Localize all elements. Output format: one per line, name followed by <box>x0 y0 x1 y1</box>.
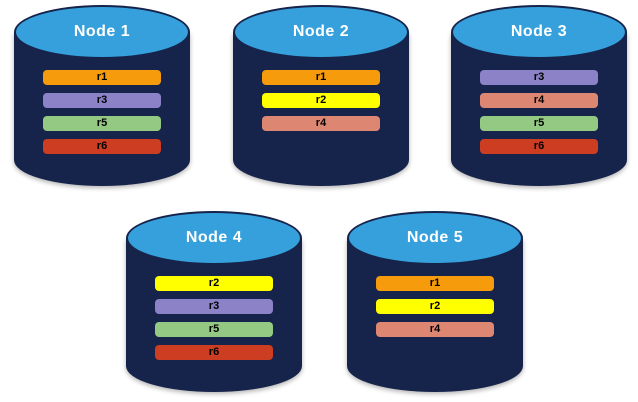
node-4-record-r6[interactable]: r6 <box>155 345 273 360</box>
node-3-cylinder-top: Node 3 <box>451 5 627 59</box>
node-1[interactable]: Node 1 r1 r3 r5 r6 <box>14 5 190 186</box>
node-1-title: Node 1 <box>73 23 131 40</box>
node-4-record-r5-label: r5 <box>208 323 220 335</box>
node-3-records: r3 r4 r5 r6 <box>451 70 627 154</box>
node-1-record-r6[interactable]: r6 <box>43 139 161 154</box>
node-2-record-r2[interactable]: r2 <box>262 93 380 108</box>
node-5-cylinder-top: Node 5 <box>347 211 523 265</box>
node-3-title: Node 3 <box>510 23 568 40</box>
node-1-record-r5-label: r5 <box>96 117 108 129</box>
node-1-record-r5[interactable]: r5 <box>43 116 161 131</box>
node-4-record-r5[interactable]: r5 <box>155 322 273 337</box>
node-1-record-r1[interactable]: r1 <box>43 70 161 85</box>
node-4-record-r2-label: r2 <box>208 277 220 289</box>
node-4-records: r2 r3 r5 r6 <box>126 276 302 360</box>
node-2-record-r4[interactable]: r4 <box>262 116 380 131</box>
node-1-record-r3-label: r3 <box>96 94 108 106</box>
node-3-record-r3-label: r3 <box>533 71 545 83</box>
node-5-record-r1[interactable]: r1 <box>376 276 494 291</box>
node-5-record-r4[interactable]: r4 <box>376 322 494 337</box>
node-1-record-r3[interactable]: r3 <box>43 93 161 108</box>
node-2-cylinder-top: Node 2 <box>233 5 409 59</box>
node-2-records: r1 r2 r4 <box>233 70 409 131</box>
node-5-record-r2[interactable]: r2 <box>376 299 494 314</box>
node-2-record-r2-label: r2 <box>315 94 327 106</box>
node-3-record-r3[interactable]: r3 <box>480 70 598 85</box>
node-2-record-r1-label: r1 <box>315 71 327 83</box>
node-5-record-r1-label: r1 <box>429 277 441 289</box>
node-5-record-r2-label: r2 <box>429 300 441 312</box>
node-3-record-r6-label: r6 <box>533 140 545 152</box>
node-4-record-r6-label: r6 <box>208 346 220 358</box>
node-3-record-r5[interactable]: r5 <box>480 116 598 131</box>
node-3-record-r4-label: r4 <box>533 94 545 106</box>
node-4-cylinder-top: Node 4 <box>126 211 302 265</box>
node-3-record-r4[interactable]: r4 <box>480 93 598 108</box>
node-5[interactable]: Node 5 r1 r2 r4 <box>347 211 523 392</box>
node-5-record-r4-label: r4 <box>429 323 441 335</box>
node-2-title: Node 2 <box>292 23 350 40</box>
node-5-title: Node 5 <box>406 229 464 246</box>
node-3-record-r5-label: r5 <box>533 117 545 129</box>
node-2-record-r4-label: r4 <box>315 117 327 129</box>
node-4-record-r3-label: r3 <box>208 300 220 312</box>
node-3[interactable]: Node 3 r3 r4 r5 r6 <box>451 5 627 186</box>
node-1-records: r1 r3 r5 r6 <box>14 70 190 154</box>
node-1-cylinder-top: Node 1 <box>14 5 190 59</box>
node-1-record-r6-label: r6 <box>96 140 108 152</box>
node-4[interactable]: Node 4 r2 r3 r5 r6 <box>126 211 302 392</box>
node-4-title: Node 4 <box>185 229 243 246</box>
node-3-record-r6[interactable]: r6 <box>480 139 598 154</box>
node-4-record-r2[interactable]: r2 <box>155 276 273 291</box>
node-2[interactable]: Node 2 r1 r2 r4 <box>233 5 409 186</box>
node-2-record-r1[interactable]: r1 <box>262 70 380 85</box>
node-4-record-r3[interactable]: r3 <box>155 299 273 314</box>
node-1-record-r1-label: r1 <box>96 71 108 83</box>
node-5-records: r1 r2 r4 <box>347 276 523 337</box>
